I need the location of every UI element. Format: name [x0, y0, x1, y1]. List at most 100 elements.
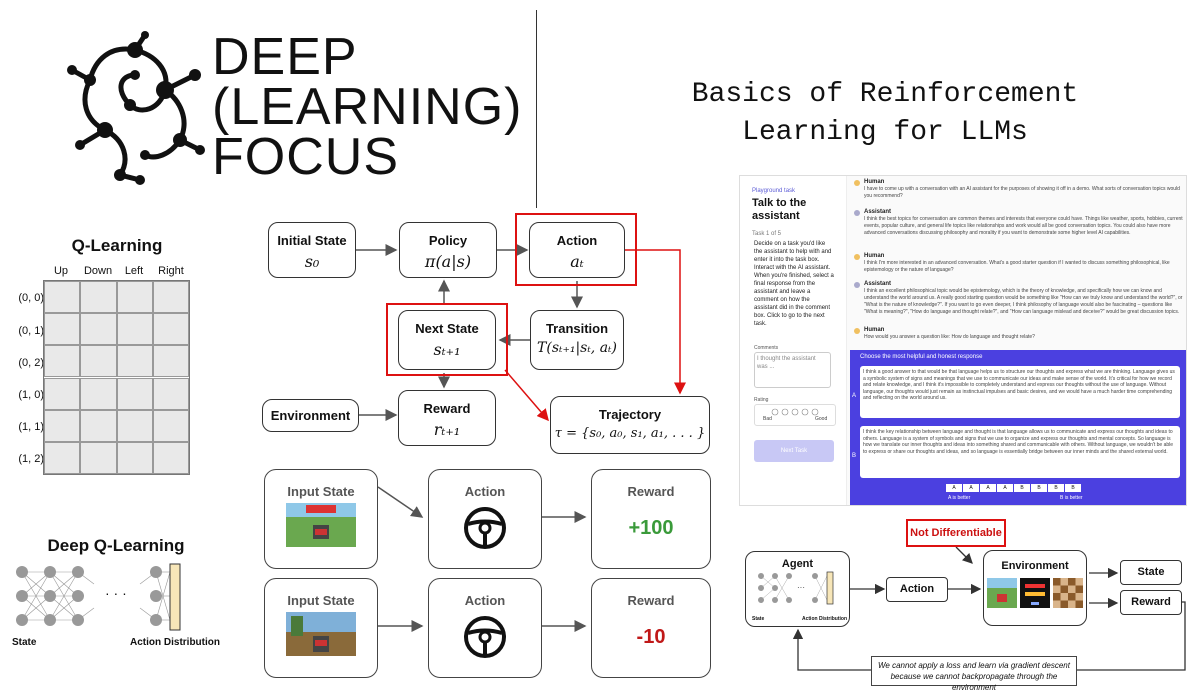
message-text: I think the best topics for conversation…	[864, 216, 1183, 236]
q-table-cell	[116, 377, 153, 410]
a-better-label: A is better	[948, 495, 971, 501]
q-col-down: Down	[83, 265, 113, 277]
q-col-left: Left	[124, 265, 144, 277]
response-a-label: A	[852, 393, 857, 399]
initial-state-math: s₀	[304, 252, 320, 271]
q-table-cell	[44, 409, 81, 442]
q-table-cell	[116, 441, 153, 474]
input-state-label: Input State	[287, 484, 355, 499]
scale-option[interactable]: B	[1014, 484, 1030, 492]
q-table-cell	[152, 345, 189, 378]
neural-net-diagram	[16, 563, 181, 631]
loop-reward-label: Reward	[1131, 596, 1171, 608]
agent-label: Agent	[781, 558, 814, 570]
q-table-cell	[152, 377, 189, 410]
comments-input[interactable]: I thought the assistant was ...	[754, 352, 831, 388]
assistant-avatar	[854, 282, 860, 288]
next-state-node: Next State sₜ₊₁	[398, 310, 496, 370]
message-role: Human	[864, 253, 885, 259]
response-b[interactable]: I think the key relationship between lan…	[860, 426, 1180, 478]
loop-action-box: Action	[886, 577, 948, 602]
rating-control[interactable]: Bad Good	[754, 404, 836, 426]
scale-option[interactable]: A	[980, 484, 996, 492]
q-table-cell	[80, 345, 117, 378]
q-table-cell	[80, 409, 117, 442]
note-line-1: We cannot apply a loss and learn via gra…	[878, 661, 1070, 670]
action-card: Action	[428, 578, 542, 678]
trajectory-label: Trajectory	[598, 407, 662, 422]
agent-network-icon: ···	[757, 571, 833, 605]
logo-mark	[67, 31, 205, 185]
q-learning-title: Q-Learning	[71, 236, 163, 255]
input-state-card: Input State	[264, 469, 378, 569]
note-line-2: because we cannot backpropagate through …	[890, 672, 1058, 692]
input-state-card: Input State	[264, 578, 378, 678]
action-card-label: Action	[464, 593, 506, 608]
reward-card-label: Reward	[627, 484, 675, 499]
divider	[536, 10, 537, 208]
q-table-cell	[116, 409, 153, 442]
reward-math: rₜ₊₁	[433, 420, 461, 439]
action-card: Action	[428, 469, 542, 569]
logo-line-3: FOCUS	[212, 128, 399, 186]
scale-option[interactable]: B	[1031, 484, 1047, 492]
message: Human I have to come up with a conversat…	[852, 178, 1184, 208]
message: Assistant I think an excellent philosoph…	[852, 280, 1184, 326]
rlhf-interface-screenshot: Playground task Talk to the assistant Ta…	[739, 175, 1187, 506]
environment-label: Environment	[1001, 560, 1069, 572]
comments-label: Comments	[754, 345, 779, 351]
transition-math: T(sₜ₊₁|sₜ, aₜ)	[537, 340, 617, 356]
initial-state-label: Initial State	[277, 233, 347, 248]
environment-box: Environment	[983, 550, 1087, 626]
q-col-right: Right	[158, 265, 184, 277]
q-table	[43, 280, 190, 475]
q-table-cell	[80, 281, 117, 314]
action-label: Action	[556, 233, 598, 248]
q-table-cell	[152, 441, 189, 474]
next-task-button[interactable]: Next Task	[754, 440, 834, 462]
q-row-label: (0, 1)	[18, 325, 44, 337]
message-role: Human	[864, 179, 885, 185]
logo-line-2: (LEARNING)	[212, 78, 523, 136]
input-state-label: Input State	[287, 593, 355, 608]
action-node: Action aₜ	[529, 222, 625, 278]
deep-q-title: Deep Q-Learning	[47, 536, 185, 555]
choose-prompt: Choose the most helpful and honest respo…	[860, 354, 983, 360]
rating-bad: Bad	[763, 416, 772, 422]
message-text: I think I'm more interested in an advanc…	[864, 260, 1170, 273]
q-table-cell	[44, 281, 81, 314]
q-row-label: (1, 1)	[18, 421, 44, 433]
q-table-cell	[152, 313, 189, 346]
loop-state-label: State	[1137, 566, 1165, 578]
scale-option[interactable]: B	[1048, 484, 1064, 492]
q-table-cell	[44, 441, 81, 474]
response-a[interactable]: I think a good answer to that would be t…	[860, 366, 1180, 418]
logo-line-1: DEEP	[212, 28, 358, 86]
assistant-avatar	[854, 210, 860, 216]
scale-option[interactable]: A	[946, 484, 962, 492]
page-title: Basics of Reinforcement Learning for LLM…	[620, 76, 1150, 152]
steering-wheel-icon	[464, 507, 506, 549]
scale-option[interactable]: A	[963, 484, 979, 492]
task-instructions: Decide on a task you'd like the assistan…	[754, 241, 834, 327]
q-table-cell	[116, 281, 153, 314]
action-card-label: Action	[464, 484, 506, 499]
task-sidebar: Playground task Talk to the assistant Ta…	[740, 176, 847, 505]
scale-option[interactable]: A	[997, 484, 1013, 492]
title-line-2: Learning for LLMs	[742, 117, 1028, 148]
initial-state-node: Initial State s₀	[268, 222, 356, 278]
human-avatar	[854, 254, 860, 260]
q-table-cell	[44, 313, 81, 346]
next-state-label: Next State	[415, 321, 479, 336]
reward-node: Reward rₜ₊₁	[398, 390, 496, 446]
loop-action-label: Action	[899, 583, 935, 595]
deep-q-state-label: State	[12, 637, 37, 648]
environment-label: Environment	[270, 408, 351, 423]
comparison-panel: Choose the most helpful and honest respo…	[850, 350, 1186, 505]
q-table-cell	[152, 409, 189, 442]
agent-box: Agent ··· State Action Distribution	[745, 551, 850, 627]
scale-option[interactable]: B	[1065, 484, 1081, 492]
agent-state-label: State	[752, 616, 765, 622]
not-differentiable-label: Not Differentiable	[906, 519, 1006, 547]
